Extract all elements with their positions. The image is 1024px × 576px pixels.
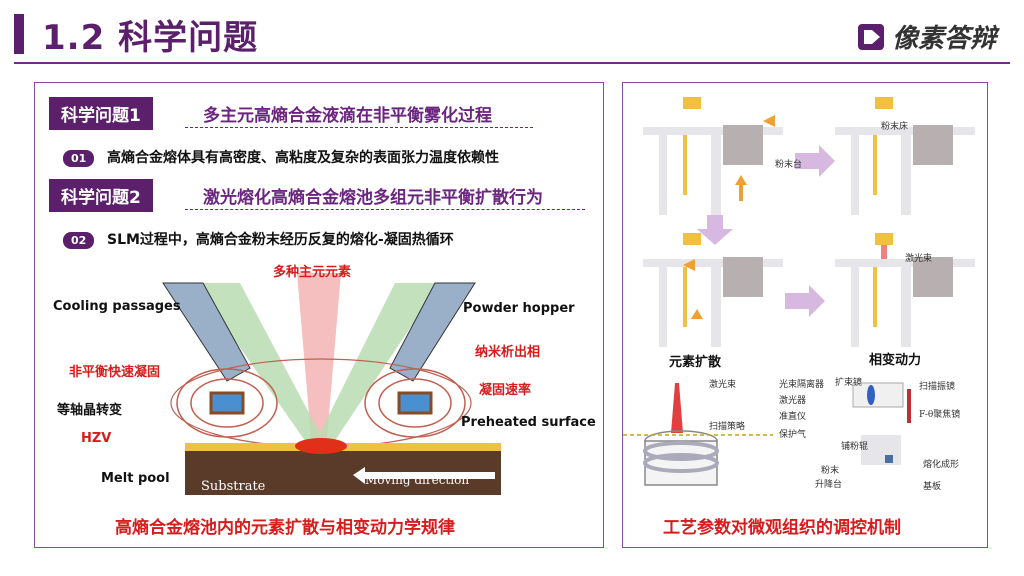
right-caption: 工艺参数对微观组织的调控机制 [663,518,901,538]
point1-text: 高熵合金熔体具有高密度、高粘度及复杂的表面张力温度依赖性 [107,150,499,166]
label-element-diffusion: 元素扩散 [669,355,722,370]
label-shield-gas: 保护气 [779,430,807,440]
process-diagram [623,97,975,486]
label-hzv: HZV [81,431,112,446]
label-laser: 激光器 [779,396,807,406]
label-isolator: 光束隔离器 [779,380,825,390]
label-moving-direction: Moving direction [365,473,470,487]
point2-text: SLM过程中，高熵合金粉末经历反复的熔化-凝固热循环 [107,232,454,248]
brand-logo-icon [857,23,884,50]
label-laser-beam: 激光束 [905,254,933,264]
point2-badge: 02 [63,232,95,249]
question1-text: 多主元高熵合金液滴在非平衡雾化过程 [203,106,492,126]
question2-text: 激光熔化高熵合金熔池多组元非平衡扩散行为 [203,188,543,208]
page-title: 1.2 科学问题 [42,18,259,58]
question2-underline [185,209,585,210]
label-laser-beam-2: 激光束 [709,380,737,390]
brand-name: 像素答辩 [891,24,996,54]
label-cooling-passages: Cooling passages [53,299,181,314]
label-melt-form: 熔化成形 [923,460,960,470]
label-expander: 扩束镜 [835,378,863,388]
label-preheated: Preheated surface [461,415,596,430]
label-galvo: 扫描振镜 [919,382,956,392]
label-phase-kinetics: 相变动力 [869,353,922,368]
label-multi-elements: 多种主元元素 [273,265,352,280]
question1-tag: 科学问题1 [49,97,153,130]
left-panel: 科学问题1 多主元高熵合金液滴在非平衡雾化过程 01 高熵合金熔体具有高密度、高… [34,82,604,548]
question2-tag: 科学问题2 [49,179,153,212]
left-caption: 高熵合金熔池内的元素扩散与相变动力学规律 [115,518,455,538]
label-substrate: Substrate [201,479,266,494]
point1-badge: 01 [63,150,95,167]
label-roller: 铺粉辊 [841,442,869,452]
label-powder-bed: 粉末床 [881,122,909,132]
label-nonequilibrium: 非平衡快速凝固 [69,365,161,380]
label-solid-rate: 凝固速率 [479,383,532,398]
label-nano-precipitate: 纳米析出相 [475,345,541,360]
label-collimator: 准直仪 [779,412,807,422]
melt-pool-diagram [162,273,501,495]
label-powder-table: 粉末台 [775,160,803,170]
brand: 像素答辩 [856,18,996,55]
label-equiaxed: 等轴晶转变 [57,403,123,418]
label-scan-strategy: 扫描策略 [709,422,746,432]
right-panel: 粉末床 粉末台 激光束 元素扩散 相变动力 激光束 扫描策略 光束隔离器 扩束镜… [622,82,988,548]
label-melt-pool: Melt pool [101,471,170,486]
label-ftheta: F-θ聚焦镜 [919,410,961,420]
label-lift: 升降台 [815,480,843,490]
label-powder-hopper: Powder hopper [463,301,575,316]
label-base: 基板 [923,482,942,492]
title-accent-bar [14,14,24,54]
question1-underline [185,127,533,128]
label-powder: 粉末 [821,466,840,476]
title-divider [14,62,1010,64]
